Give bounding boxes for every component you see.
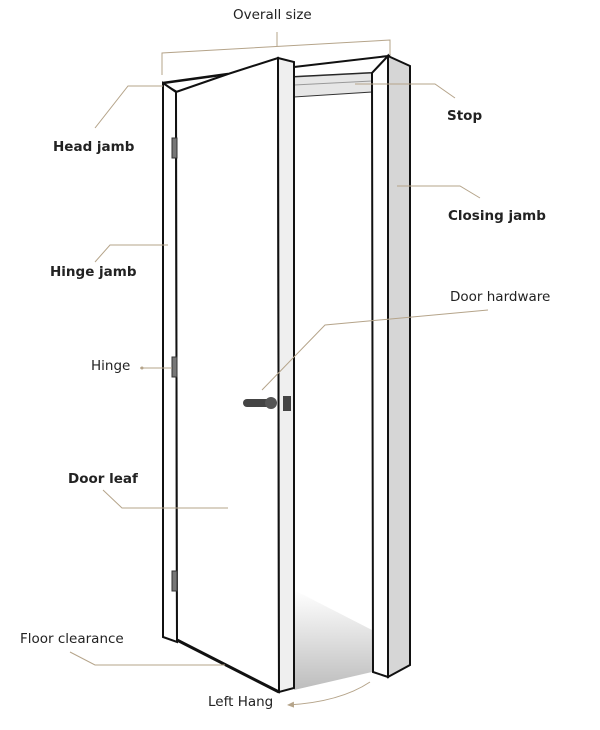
hinge-icons — [171, 137, 178, 592]
stop-label: Stop — [447, 108, 483, 124]
hinge-label: Hinge — [91, 358, 131, 374]
closing-jamb — [370, 53, 411, 679]
floor-shadow — [294, 590, 372, 690]
stop — [293, 72, 373, 98]
door-leaf — [174, 56, 295, 694]
overall-size-label: Overall size — [233, 7, 312, 23]
closing-jamb-label: Closing jamb — [448, 208, 546, 224]
overall-size-bracket — [161, 32, 391, 75]
door-hardware-label: Door hardware — [450, 289, 551, 305]
hinge-jamb-label: Hinge jamb — [50, 264, 137, 280]
leader-lines — [69, 83, 489, 708]
head-jamb-label: Head jamb — [53, 139, 135, 155]
door-handle-icon — [243, 396, 291, 411]
door-leaf-label: Door leaf — [68, 471, 138, 487]
floor-clearance-label: Floor clearance — [20, 631, 124, 647]
hinge-jamb — [162, 72, 229, 644]
left-hang-label: Left Hang — [208, 694, 274, 710]
